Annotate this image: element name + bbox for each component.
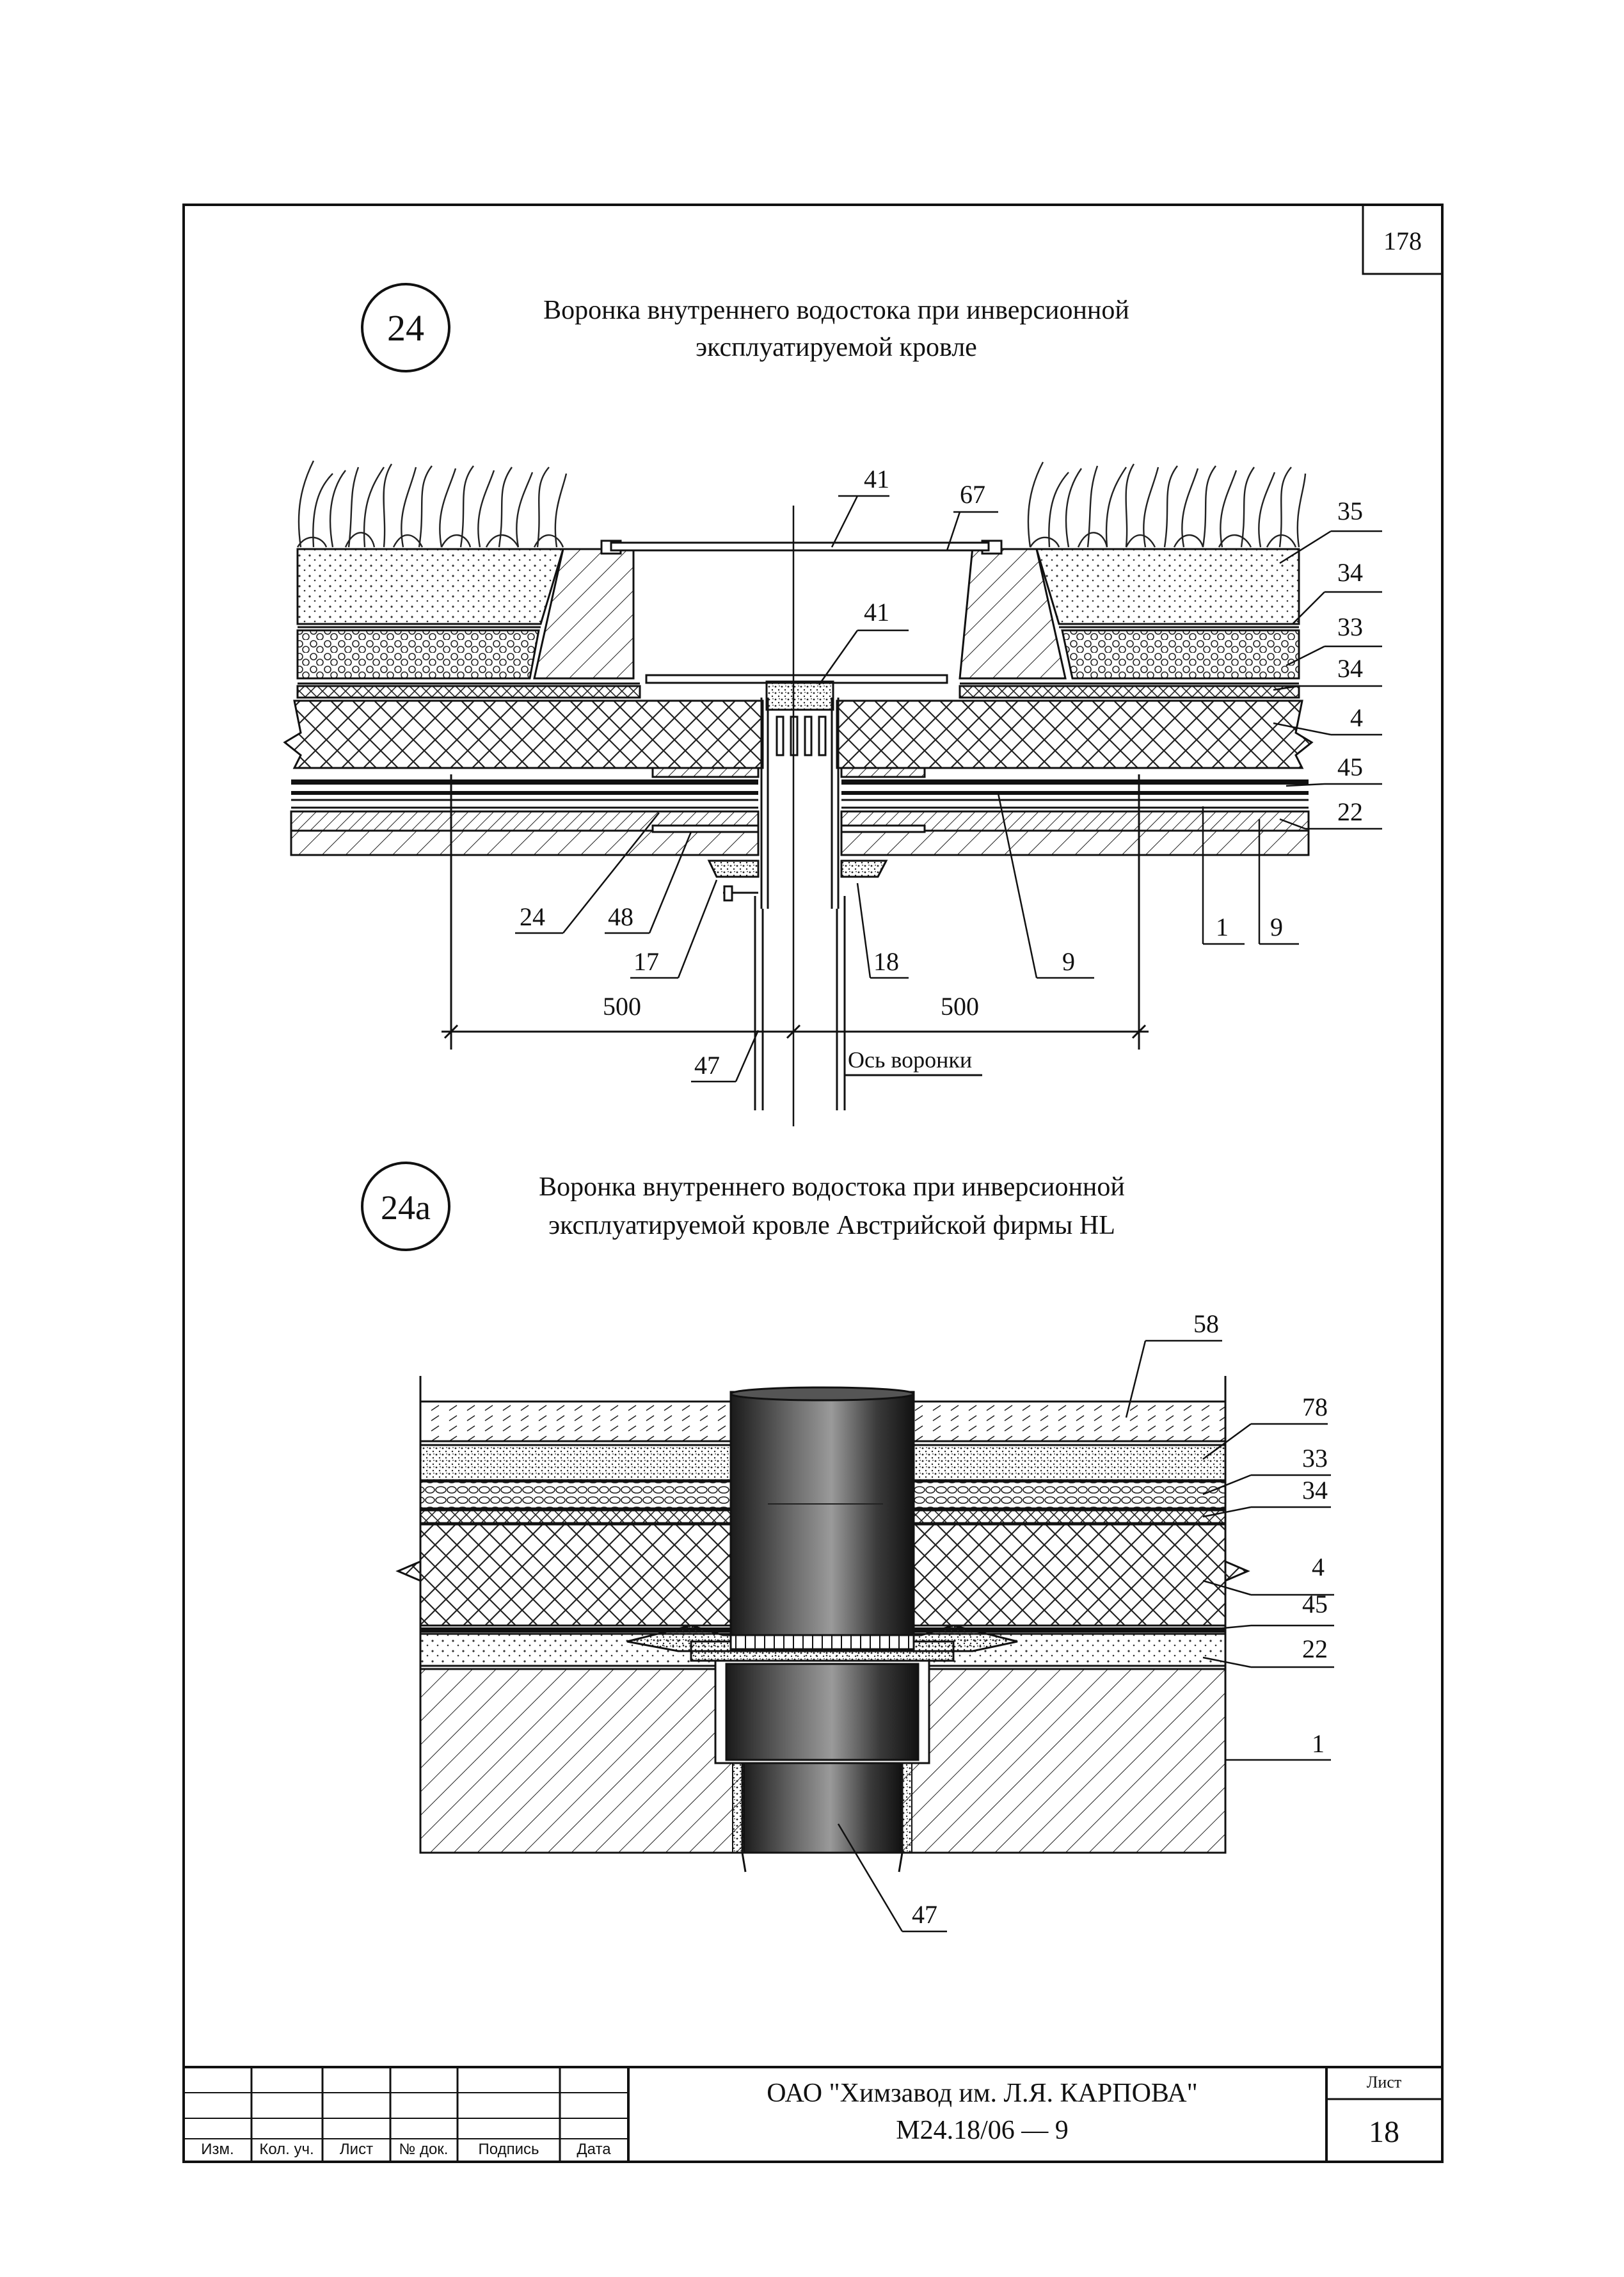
clamp-ring-17-18 — [707, 859, 888, 902]
callout-41-lower: 41 — [864, 598, 889, 627]
callout-17: 17 — [633, 947, 659, 976]
detail-24-number: 24 — [387, 307, 424, 349]
callout-34-24a: 34 — [1302, 1476, 1328, 1505]
document-code: М24.18/06 — 9 — [896, 2116, 1069, 2145]
insulation-layer-4 — [283, 699, 1314, 769]
callout-1-24a: 1 — [1312, 1729, 1325, 1758]
col-label-list: Лист — [340, 2141, 373, 2158]
callout-1: 1 — [1216, 913, 1229, 941]
callout-4: 4 — [1350, 703, 1363, 732]
soil-layer-35 — [296, 548, 1300, 625]
layer-58-right — [912, 1400, 1227, 1442]
col-label-date: Дата — [577, 2141, 611, 2158]
vegetation-right — [1027, 461, 1307, 548]
layer-78-right — [912, 1444, 1227, 1482]
col-label-kol-uch: Кол. уч. — [259, 2141, 314, 2158]
callout-22: 22 — [1337, 797, 1363, 826]
col-label-signature: Подпись — [479, 2141, 539, 2158]
organization-name: ОАО "Химзавод им. Л.Я. КАРПОВА" — [767, 2079, 1198, 2108]
grate-41-top — [610, 541, 990, 552]
flange-24-48 — [651, 767, 926, 833]
col-label-doc: № док. — [399, 2141, 449, 2158]
sheet-label: Лист — [1367, 2073, 1401, 2091]
callout-67: 67 — [960, 480, 985, 509]
callout-34-lower: 34 — [1337, 654, 1363, 683]
callout-47-24a: 47 — [912, 1900, 937, 1929]
layer-4 — [395, 1523, 732, 1627]
sheet-number-top: 178 — [1383, 227, 1422, 255]
callout-33-24a: 33 — [1302, 1444, 1328, 1473]
detail-24a-title-line2: эксплуатируемой кровле Австрийской фирмы… — [548, 1211, 1115, 1240]
detail-24-title-line1: Воронка внутреннего водостока при инверс… — [543, 296, 1129, 325]
separation-layer-34 — [296, 626, 1300, 699]
layer-34 — [419, 1509, 732, 1524]
callout-9-center: 9 — [1062, 947, 1075, 976]
leaders-24 — [515, 495, 1382, 1083]
drain-pipe-47 — [754, 698, 846, 1110]
detail-24a-number: 24а — [381, 1188, 431, 1227]
collar-67 — [533, 539, 1067, 680]
callout-24: 24 — [520, 902, 545, 931]
callout-45: 45 — [1337, 753, 1363, 781]
layer-33 — [419, 1480, 732, 1510]
detail-24a-title-line1: Воронка внутреннего водостока при инверс… — [539, 1172, 1125, 1202]
callout-48: 48 — [608, 902, 633, 931]
hl-drain-body — [626, 1624, 1018, 1873]
callout-47: 47 — [694, 1051, 720, 1080]
dimension-right: 500 — [941, 992, 979, 1021]
detail-24a: 24а Воронка внутреннего водостока при ин… — [361, 1162, 1334, 1933]
sheet-frame: 1 78 — [182, 204, 1444, 2163]
callout-41-top: 41 — [864, 465, 889, 493]
gravel-layer-33 — [296, 629, 1300, 680]
axis-label: Ось воронки — [848, 1047, 972, 1073]
detail-24a-marker — [361, 1162, 450, 1251]
layer-58 — [419, 1400, 732, 1442]
callout-18: 18 — [873, 947, 899, 976]
layer-4-right — [912, 1523, 1250, 1627]
dimension-left: 500 — [603, 992, 641, 1021]
sheet-value: 18 — [1369, 2115, 1399, 2149]
vegetation-left — [296, 460, 568, 548]
title-block — [184, 2066, 1442, 2162]
layer-78 — [419, 1444, 732, 1482]
dimension-line — [442, 774, 1149, 1050]
detail-24: 24 Воронка внутреннего водостока при инв… — [283, 283, 1382, 1126]
callout-78: 78 — [1302, 1393, 1328, 1421]
membrane-45 — [291, 779, 1309, 809]
callout-9-right: 9 — [1270, 913, 1283, 941]
callout-4-24a: 4 — [1312, 1553, 1325, 1581]
detail-24-title-line2: эксплуатируемой кровле — [696, 333, 977, 362]
detail-24-marker — [361, 283, 450, 372]
callout-34-top: 34 — [1337, 558, 1363, 587]
callout-22-24a: 22 — [1302, 1634, 1328, 1663]
hl-drain-pipe — [729, 1386, 915, 1650]
membrane-22-screed — [290, 810, 1310, 856]
callouts-24a: 58 78 33 34 4 45 22 1 47 — [912, 1309, 1328, 1929]
col-label-izm: Изм. — [201, 2141, 234, 2158]
layer-33-right — [912, 1480, 1227, 1510]
title-block-labels: Изм. Кол. уч. Лист № док. Подпись Дата — [201, 2141, 611, 2158]
grate-41-lower — [645, 674, 948, 711]
callout-35: 35 — [1337, 497, 1363, 525]
layer-34-right — [912, 1509, 1227, 1524]
callout-58: 58 — [1193, 1309, 1219, 1338]
callout-45-24a: 45 — [1302, 1590, 1328, 1618]
callouts-24: 41 67 35 34 33 34 41 4 45 22 24 48 17 18… — [520, 465, 1363, 1080]
callout-33: 33 — [1337, 612, 1363, 641]
leaders-24a — [837, 1339, 1334, 1933]
